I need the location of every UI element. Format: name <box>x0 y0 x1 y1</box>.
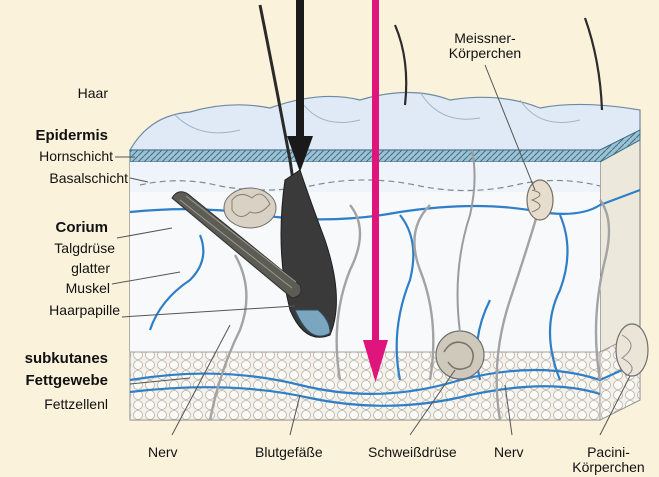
label-muskel: Muskel <box>0 280 110 296</box>
label-meissner-line2: Körperchen <box>430 45 540 61</box>
label-schweissdruese: Schweißdrüse <box>368 444 457 460</box>
label-meissner-line1: Meissner- <box>430 30 540 46</box>
label-nerv-1: Nerv <box>148 444 178 460</box>
label-talgdruese: Talgdrüse <box>0 240 115 256</box>
label-blutgefaesse: Blutgefäße <box>255 444 323 460</box>
label-hornschicht: Hornschicht <box>0 148 113 164</box>
sebaceous-gland <box>224 188 276 228</box>
label-pacini-line1: Pacini- <box>560 444 657 460</box>
label-pacini-line2: Körperchen <box>560 459 657 475</box>
label-fettgewebe: Fettgewebe <box>0 373 108 389</box>
label-corium: Corium <box>0 220 108 236</box>
label-nerv-2: Nerv <box>494 444 524 460</box>
black-arrow <box>287 0 313 172</box>
label-fettzellen: Fettzellenl <box>0 396 108 412</box>
label-glatter: glatter <box>0 260 110 276</box>
label-basalschicht: Basalschicht <box>0 170 128 186</box>
label-haarpapille: Haarpapille <box>0 302 120 318</box>
label-epidermis: Epidermis <box>0 128 108 144</box>
label-subkutanes: subkutanes <box>0 351 108 367</box>
skin-surface <box>130 93 640 151</box>
label-haar: Haar <box>20 85 108 101</box>
